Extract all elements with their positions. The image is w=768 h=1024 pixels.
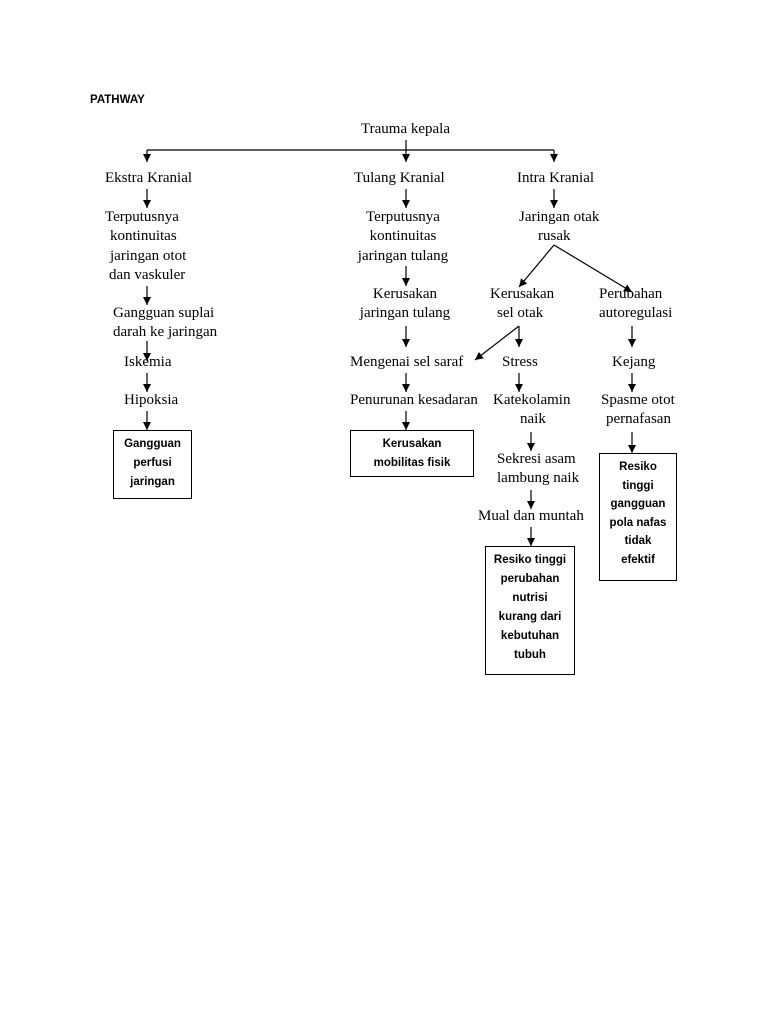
diagnosis-label: Resiko	[619, 461, 657, 473]
diagnosis-gangguan-perfusi: Gangguan perfusi jaringan	[113, 430, 192, 499]
node-label: sel otak	[497, 305, 544, 322]
node-label: Katekolamin	[493, 392, 571, 408]
node-label: kontinuitas	[369, 228, 437, 245]
node-label: Gangguan suplai	[113, 305, 215, 321]
diagnosis-label: tidak	[624, 535, 652, 548]
node-tulang-kranial: Tulang Kranial	[354, 169, 445, 188]
node-label: jaringan otot	[110, 247, 187, 264]
node-terputusnya-jaringan-otot: Terputusnya kontinuitas jaringan otot da…	[105, 208, 186, 286]
node-label: Kerusakan	[372, 286, 438, 302]
diagnosis-resiko-pola-nafas: Resiko tinggi gangguan pola nafas tidak …	[599, 453, 677, 581]
node-ekstra-kranial: Ekstra Kranial	[105, 169, 192, 188]
diagnosis-label: nutrisi	[512, 592, 548, 604]
node-label: Ekstra Kranial	[105, 170, 193, 186]
diagnosis-label: gangguan	[610, 498, 666, 511]
node-label: Spasme otot	[601, 392, 675, 408]
node-kejang: Kejang	[612, 353, 655, 372]
diagnosis-label: jaringan	[130, 476, 175, 488]
node-mual-dan-muntah: Mual dan muntah	[478, 507, 584, 526]
node-label: Iskemia	[124, 354, 172, 370]
diagnosis-label: Gangguan	[124, 438, 181, 450]
node-label: naik	[520, 411, 546, 428]
node-label: lambung naik	[497, 470, 580, 487]
node-label: Trauma kepala	[361, 121, 451, 137]
node-label: Terputusnya	[366, 209, 440, 225]
diagnosis-label: kebutuhan	[500, 630, 560, 642]
node-katekolamin-naik: Katekolamin naik	[493, 391, 570, 430]
node-label: pernafasan	[606, 411, 671, 428]
node-label: Penurunan kesadaran	[350, 392, 478, 408]
node-label: autoregulasi	[599, 305, 673, 322]
node-kerusakan-jaringan-tulang: Kerusakan jaringan tulang	[345, 285, 465, 324]
node-gangguan-suplai: Gangguan suplai darah ke jaringan	[113, 304, 217, 343]
node-label: Mual dan muntah	[478, 508, 584, 524]
node-label: jaringan tulang	[357, 247, 449, 264]
diagnosis-label: efektif	[621, 553, 655, 566]
diagnosis-label: tinggi	[622, 479, 654, 492]
arrow-jaringan-otak-to-kerusakan-sel	[518, 244, 555, 288]
node-label: jaringan tulang	[359, 305, 451, 322]
node-label: rusak	[538, 228, 571, 245]
node-perubahan-autoregulasi: Perubahan autoregulasi	[599, 285, 672, 324]
diagnosis-label: Kerusakan	[382, 438, 442, 450]
node-label: Hipoksia	[124, 392, 179, 408]
diagnosis-label: kurang dari	[498, 611, 562, 623]
node-intra-kranial: Intra Kranial	[517, 169, 594, 188]
node-penurunan-kesadaran: Penurunan kesadaran	[350, 391, 478, 410]
node-label: kontinuitas	[110, 228, 177, 245]
node-label: Kejang	[612, 354, 656, 370]
node-label: dan vaskuler	[109, 267, 186, 284]
arrow-jaringan-otak-to-perubahan	[553, 244, 633, 293]
node-label: Intra Kranial	[517, 170, 595, 186]
arrow-kerusakan-sel-to-mengenai	[474, 325, 520, 361]
node-terputusnya-jaringan-tulang: Terputusnya kontinuitas jaringan tulang	[343, 208, 463, 266]
diagnosis-label: perfusi	[133, 457, 172, 469]
node-label: Tulang Kranial	[354, 170, 445, 186]
node-label: Jaringan otak	[519, 209, 600, 225]
node-trauma-kepala: Trauma kepala	[361, 120, 450, 139]
node-stress: Stress	[502, 353, 538, 372]
diagnosis-label: tubuh	[514, 649, 546, 661]
node-label: Mengenai sel saraf	[350, 354, 464, 370]
node-label: Stress	[502, 354, 538, 370]
node-hipoksia: Hipoksia	[124, 391, 178, 410]
node-label: Terputusnya	[105, 209, 179, 225]
diagnosis-label: pola nafas	[609, 516, 667, 529]
diagnosis-kerusakan-mobilitas: Kerusakan mobilitas fisik	[350, 430, 474, 477]
node-sekresi-asam-lambung: Sekresi asam lambung naik	[497, 450, 579, 489]
diagnosis-label: perubahan	[500, 573, 560, 585]
node-mengenai-sel-saraf: Mengenai sel saraf	[350, 353, 463, 372]
node-spasme-otot-pernafasan: Spasme otot pernafasan	[601, 391, 675, 430]
node-label: darah ke jaringan	[113, 324, 218, 341]
diagnosis-label: mobilitas fisik	[373, 457, 451, 469]
node-label: Sekresi asam	[497, 451, 576, 467]
page-title: PATHWAY	[90, 94, 145, 106]
diagnosis-resiko-nutrisi: Resiko tinggi perubahan nutrisi kurang d…	[485, 546, 575, 675]
node-iskemia: Iskemia	[124, 353, 171, 372]
node-jaringan-otak-rusak: Jaringan otak rusak	[519, 208, 599, 247]
node-kerusakan-sel-otak: Kerusakan sel otak	[490, 285, 554, 324]
node-label: Perubahan	[599, 286, 663, 302]
diagnosis-label: Resiko tinggi	[493, 554, 567, 566]
node-label: Kerusakan	[490, 286, 555, 302]
